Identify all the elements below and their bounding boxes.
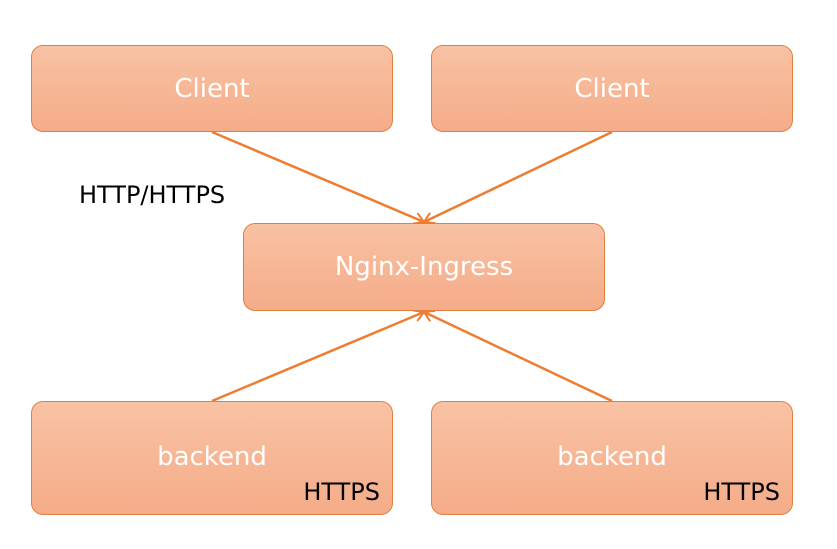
backend-node-left-protocol: HTTPS [303,478,380,506]
backend-node-left: backend HTTPS [31,401,393,515]
ingress-node-label: Nginx-Ingress [334,252,514,282]
client-node-left: Client [31,45,393,132]
protocol-label: HTTP/HTTPS [79,181,226,209]
arrow-client-left-to-ingress [211,130,424,222]
backend-node-left-label: backend [157,442,267,472]
client-node-right: Client [431,45,793,132]
client-node-right-label: Client [574,73,650,104]
arrow-backend-left-to-ingress [211,312,424,403]
backend-node-right-label: backend [557,442,667,472]
client-node-left-label: Client [174,73,250,104]
backend-node-right: backend HTTPS [431,401,793,515]
ingress-node: Nginx-Ingress [243,223,605,311]
arrow-backend-right-to-ingress [424,312,613,403]
arrow-client-right-to-ingress [424,130,613,222]
backend-node-right-protocol: HTTPS [703,478,780,506]
